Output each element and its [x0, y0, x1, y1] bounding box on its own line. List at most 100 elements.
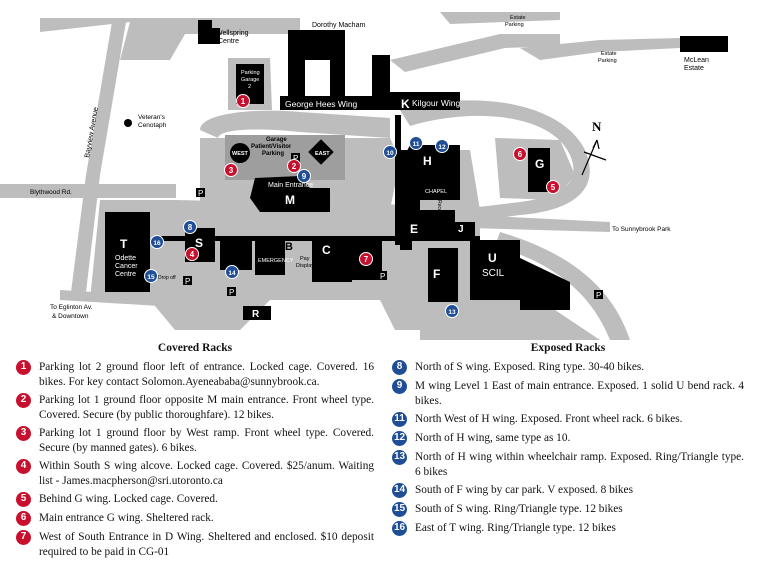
svg-text:4: 4	[190, 250, 195, 259]
exposed-item-text: East of T wing. Ring/Triangle type. 12 b…	[415, 522, 616, 534]
svg-text:6: 6	[518, 150, 523, 159]
covered-racks-title: Covered Racks	[157, 342, 233, 354]
covered-item: 4 Within South S wing alcove. Locked cage…	[16, 459, 374, 488]
marker-badge-icon: 14	[392, 483, 407, 498]
building-u	[470, 240, 570, 310]
bike-rack-marker-11[interactable]: 11	[409, 136, 423, 150]
svg-text:15: 15	[147, 274, 155, 281]
label-odette-3: Centre	[115, 271, 136, 278]
label-u: U	[488, 251, 497, 265]
svg-text:2: 2	[292, 162, 297, 171]
label-dorothy-1: Dorothy Macham	[312, 22, 365, 29]
marker-badge-icon: 9	[392, 379, 407, 394]
svg-text:7: 7	[364, 255, 369, 264]
covered-item-text: Parking lot 2 ground floor left of entra…	[39, 361, 374, 388]
bike-rack-marker-4[interactable]: 4	[185, 247, 199, 261]
corridor-north	[395, 115, 401, 245]
bike-rack-marker-10[interactable]: 10	[383, 145, 397, 159]
west-diamond: WEST	[230, 143, 250, 163]
label-to-eglinton-2: & Downtown	[52, 313, 89, 320]
bike-rack-marker-6[interactable]: 6	[513, 147, 527, 161]
bayview-avenue	[70, 22, 126, 300]
label-garage-2: Patient/Visitor	[251, 144, 292, 150]
building-f	[428, 248, 458, 302]
label-j: J	[458, 224, 464, 235]
building-c	[312, 240, 352, 282]
label-estate-top-2: Parking	[505, 22, 524, 28]
label-main-entrance: Main Entrance	[268, 182, 313, 189]
label-chapel: CHAPEL	[425, 189, 447, 195]
bike-rack-marker-16[interactable]: 16	[150, 235, 164, 249]
marker-badge-icon: 13	[392, 450, 407, 465]
label-g: G	[535, 157, 544, 171]
label-f: F	[433, 267, 440, 281]
svg-text:P: P	[229, 288, 234, 297]
building-l-base	[280, 96, 380, 110]
label-a: A	[231, 243, 239, 255]
parking-p-3: P	[227, 287, 236, 297]
label-to-sunnybrook: To Sunnybrook Park	[612, 226, 671, 233]
marker-badge-icon: 1	[16, 360, 31, 375]
svg-text:16: 16	[153, 240, 161, 247]
east-diamond: EAST	[308, 139, 334, 165]
label-west: WEST	[232, 151, 249, 157]
bike-rack-marker-14[interactable]: 14	[225, 265, 239, 279]
buildings-layer	[105, 20, 728, 320]
parking-signs: P P P P P P	[183, 153, 603, 300]
label-garage-1: Garage	[266, 137, 287, 143]
label-parking-garage-2: Garage	[241, 77, 259, 83]
marker-badge-icon: 8	[392, 360, 407, 375]
covered-item: 1 Parking lot 2 ground floor left of entr…	[16, 360, 374, 389]
svg-text:12: 12	[438, 144, 446, 151]
building-b	[255, 240, 285, 275]
bike-rack-marker-15[interactable]: 15	[144, 269, 158, 283]
road-mclean	[520, 38, 680, 60]
label-george-hees: George Hees Wing	[285, 99, 358, 109]
road-estate-top	[440, 12, 560, 24]
svg-text:13: 13	[448, 309, 456, 316]
bike-rack-marker-9[interactable]: 9	[297, 169, 311, 183]
marker-badge-icon: 6	[16, 511, 31, 526]
road-estate	[390, 34, 560, 72]
bike-rack-marker-8[interactable]: 8	[183, 220, 197, 234]
corridor-main	[160, 236, 480, 241]
label-estate-top-1: Estate	[510, 15, 526, 21]
lower-right-lot	[420, 280, 600, 340]
parking-p-4: P	[183, 276, 192, 286]
exposed-item-text: North West of H wing. Exposed. Front whe…	[415, 413, 683, 425]
bike-rack-marker-5[interactable]: 5	[546, 180, 560, 194]
exposed-item-text: M wing Level 1 East of main entrance. Ex…	[415, 380, 744, 407]
label-veterans-2: Cenotaph	[138, 122, 167, 129]
svg-text:P: P	[293, 154, 298, 163]
bike-rack-marker-3[interactable]: 3	[224, 163, 238, 177]
building-j	[450, 222, 475, 236]
label-blythwood: Blythwood Rd.	[30, 189, 72, 196]
bike-rack-marker-2[interactable]: 2	[287, 159, 301, 173]
bike-rack-marker-12[interactable]: 12	[435, 139, 449, 153]
label-c: C	[322, 243, 331, 257]
exposed-item-text: North of S wing. Exposed. Ring type. 30-…	[415, 361, 645, 373]
covered-item-text: Behind G wing. Locked cage. Covered.	[39, 493, 218, 505]
bike-rack-marker-1[interactable]: 1	[236, 94, 250, 108]
building-e	[400, 210, 455, 238]
label-r: R	[252, 309, 260, 320]
label-l: L	[311, 83, 318, 97]
cenotaph-dot	[124, 119, 132, 127]
road-north-loop	[200, 110, 390, 138]
building-mclean	[680, 36, 728, 52]
label-parking-garage-3: 2	[248, 84, 251, 90]
marker-badge-icon: 4	[16, 459, 31, 474]
label-to-eglinton-1: To Eglinton Av.	[50, 304, 93, 311]
label-emergency: EMERGENCY	[258, 258, 294, 264]
label-pay-display-2: Display	[296, 263, 314, 269]
bike-rack-marker-13[interactable]: 13	[445, 304, 459, 318]
covered-item-text: Parking lot 1 ground floor opposite M ma…	[39, 394, 374, 421]
bike-rack-marker-7[interactable]: 7	[359, 252, 373, 266]
covered-item-text: Within South S wing alcove. Locked cage.…	[39, 460, 374, 487]
label-t: T	[120, 237, 128, 251]
